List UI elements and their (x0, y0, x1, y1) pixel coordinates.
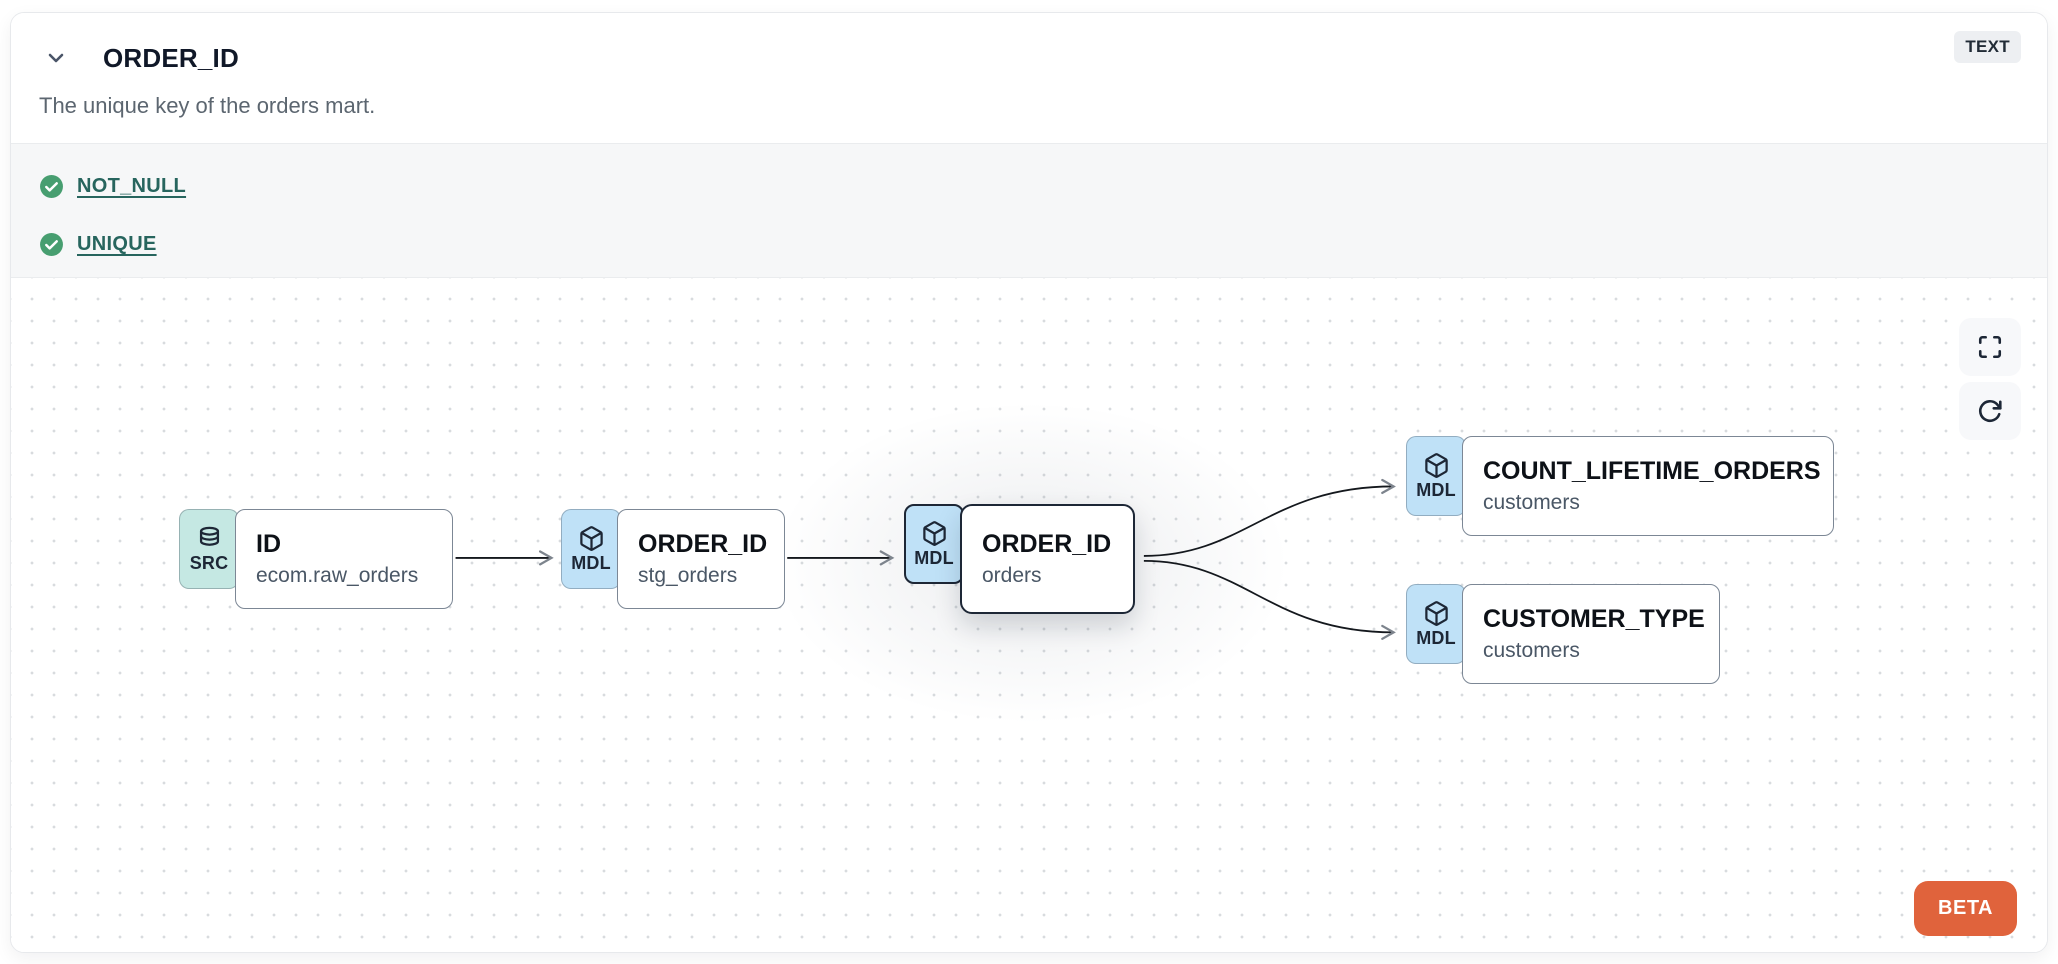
node-card: ORDER_ID stg_orders (617, 509, 785, 609)
node-subtitle: customers (1483, 491, 1580, 514)
node-card: COUNT_LIFETIME_ORDERS customers (1462, 436, 1834, 536)
node-title: CUSTOMER_TYPE (1483, 605, 1705, 633)
lineage-edges (455, 478, 1396, 640)
badge-label: MDL (1416, 479, 1456, 500)
collapse-button[interactable] (41, 43, 71, 73)
data-type-badge: TEXT (1954, 31, 2021, 63)
test-link-unique[interactable]: UNIQUE (77, 232, 157, 255)
column-title: ORDER_ID (103, 42, 239, 73)
edge (1143, 478, 1396, 557)
edge (1143, 560, 1396, 640)
badge-label: SRC (189, 552, 229, 573)
cube-icon (1424, 600, 1448, 626)
node-subtitle: stg_orders (638, 564, 738, 587)
lineage-node-source-id[interactable]: SRC ID ecom.raw_orders (179, 509, 453, 609)
beta-badge: BETA (1914, 881, 2017, 936)
test-row: NOT_NULL (39, 164, 2047, 208)
column-description: The unique key of the orders mart. (39, 93, 376, 118)
test-link-not-null[interactable]: NOT_NULL (77, 174, 187, 197)
node-title: ORDER_ID (982, 530, 1112, 558)
node-title: ID (256, 530, 281, 558)
refresh-icon (1978, 399, 2002, 423)
refresh-button[interactable] (1959, 382, 2021, 440)
test-row: UNIQUE (39, 222, 2047, 266)
badge-label: MDL (1416, 627, 1456, 648)
cube-icon (922, 520, 946, 546)
node-title: COUNT_LIFETIME_ORDERS (1483, 457, 1821, 485)
node-card: ID ecom.raw_orders (235, 509, 453, 609)
cube-icon (1424, 452, 1448, 478)
lineage-node-count-lifetime-orders[interactable]: MDL COUNT_LIFETIME_ORDERS customers (1406, 436, 1834, 536)
node-card: CUSTOMER_TYPE customers (1462, 584, 1720, 684)
database-icon (199, 526, 219, 546)
node-title: ORDER_ID (638, 530, 768, 558)
lineage-node-customer-type[interactable]: MDL CUSTOMER_TYPE customers (1406, 584, 1720, 684)
node-type-badge: MDL (561, 509, 621, 589)
lineage-node-stg-order-id[interactable]: MDL ORDER_ID stg_orders (561, 509, 785, 609)
node-type-badge: MDL (1406, 436, 1466, 516)
check-circle-icon (40, 174, 63, 198)
panel-header: ORDER_ID TEXT The unique key of the orde… (11, 13, 2047, 143)
fullscreen-button[interactable] (1959, 318, 2021, 376)
column-detail-panel: ORDER_ID TEXT The unique key of the orde… (10, 12, 2048, 953)
lineage-canvas[interactable]: SRC ID ecom.raw_orders MDL ORDER_ID stg_… (11, 278, 2047, 952)
check-circle-icon (40, 232, 63, 256)
fullscreen-icon (1978, 335, 2002, 359)
lineage-node-orders-order-id[interactable]: MDL ORDER_ID orders (904, 504, 1135, 614)
cube-icon (579, 525, 603, 551)
node-type-badge: MDL (904, 504, 964, 584)
tests-section: NOT_NULL UNIQUE (11, 143, 2047, 278)
node-card: ORDER_ID orders (960, 504, 1135, 614)
node-type-badge: MDL (1406, 584, 1466, 664)
badge-label: MDL (914, 547, 954, 568)
chevron-down-icon (48, 53, 64, 63)
node-subtitle: ecom.raw_orders (256, 564, 419, 587)
badge-label: MDL (571, 552, 611, 573)
node-subtitle: orders (982, 564, 1042, 587)
node-type-badge: SRC (179, 509, 239, 589)
node-subtitle: customers (1483, 639, 1580, 662)
